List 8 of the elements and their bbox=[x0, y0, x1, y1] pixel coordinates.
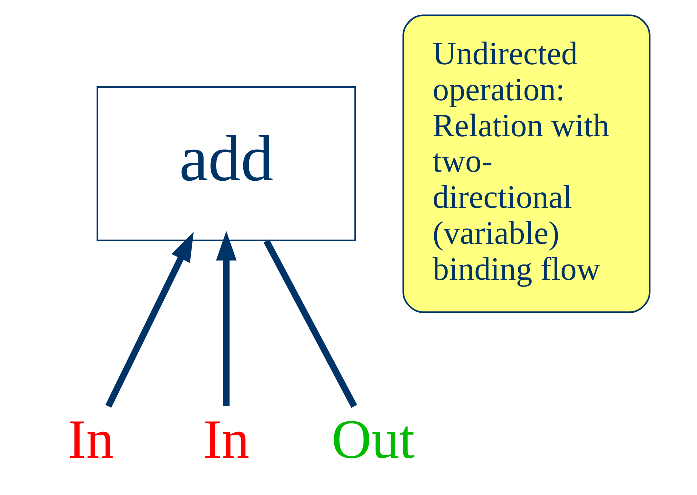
node-text: In bbox=[203, 408, 250, 470]
connector bbox=[264, 239, 358, 408]
arrow bbox=[106, 232, 194, 408]
arrow bbox=[216, 230, 237, 406]
node-box: Undirected operation: Relation with two-directional (variable) binding flow bbox=[402, 14, 651, 313]
node-text: Out bbox=[332, 408, 415, 470]
node-box: add bbox=[96, 86, 356, 241]
node-text: In bbox=[68, 408, 114, 470]
